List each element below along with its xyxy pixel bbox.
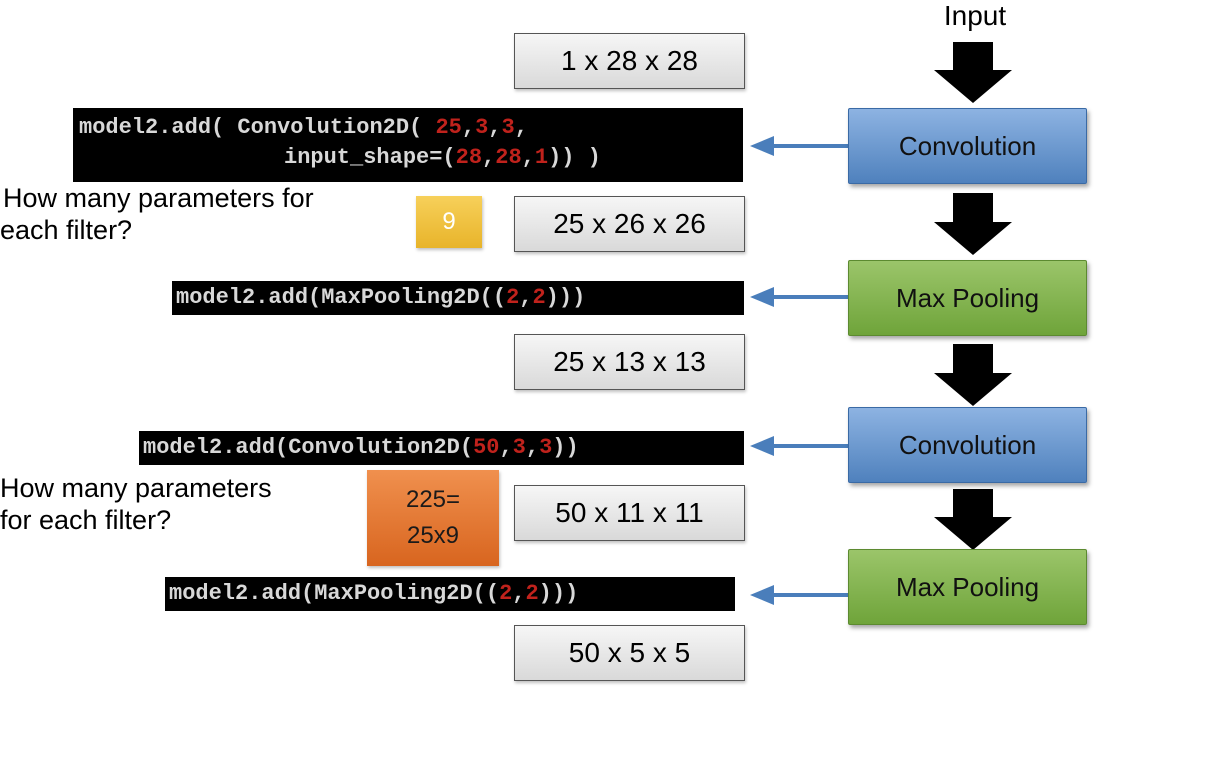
question-conv2: How many parameters for each filter? xyxy=(0,472,272,536)
code-pool1: model2.add(MaxPooling2D((2,2))) xyxy=(172,281,744,315)
code-number: 25 xyxy=(435,115,462,140)
down-arrow-input xyxy=(934,42,1012,103)
left-arrow-pool2-head xyxy=(750,585,774,605)
shape-box-pool2: 50 x 5 x 5 xyxy=(514,625,745,681)
code-text: , xyxy=(521,145,535,170)
shape-box-conv1: 25 x 26 x 26 xyxy=(514,196,745,252)
code-number: 2 xyxy=(499,581,513,606)
code-text: )) ) xyxy=(548,145,601,170)
answer-line: 25x9 xyxy=(406,522,460,549)
code-conv1-line1: model2.add( Convolution2D( 25,3,3, xyxy=(79,113,743,143)
code-text: ))) xyxy=(538,581,579,606)
shape-box-conv2: 50 x 11 x 11 xyxy=(514,485,745,541)
code-number: 2 xyxy=(525,581,539,606)
code-conv1-line2: input_shape=(28,28,1)) ) xyxy=(79,143,743,173)
code-number: 3 xyxy=(501,115,515,140)
left-arrow-conv1-head xyxy=(750,136,774,156)
answer-badge-9: 9 xyxy=(416,196,482,248)
code-conv1: model2.add( Convolution2D( 25,3,3,input_… xyxy=(73,108,743,182)
code-number: 3 xyxy=(512,435,526,460)
code-text: , xyxy=(499,435,513,460)
layer-convolution-2: Convolution xyxy=(848,407,1087,483)
question-line: How many parameters xyxy=(0,473,272,503)
code-number: 3 xyxy=(475,115,489,140)
shape-box-input: 1 x 28 x 28 xyxy=(514,33,745,89)
answer-badge-225: 225= 25x9 xyxy=(367,470,499,566)
code-text: , xyxy=(488,115,502,140)
down-arrow-conv1 xyxy=(934,193,1012,255)
code-number: 1 xyxy=(534,145,549,170)
code-pool2: model2.add(MaxPooling2D((2,2))) xyxy=(165,577,735,611)
input-label: Input xyxy=(943,0,1007,31)
code-conv2: model2.add(Convolution2D(50,3,3)) xyxy=(139,431,744,465)
code-number: 2 xyxy=(532,285,546,310)
code-text: , xyxy=(461,115,476,140)
code-text: , xyxy=(519,285,533,310)
code-text: , xyxy=(512,581,526,606)
code-number: 2 xyxy=(506,285,520,310)
shape-box-pool1: 25 x 13 x 13 xyxy=(514,334,745,390)
question-line: How many parameters for xyxy=(3,183,314,213)
layer-convolution-1: Convolution xyxy=(848,108,1087,184)
question-line: each filter? xyxy=(0,215,133,245)
down-arrow-conv2 xyxy=(934,489,1012,550)
code-number: 28 xyxy=(455,145,483,170)
code-number: 50 xyxy=(473,435,500,460)
code-number: 3 xyxy=(539,435,553,460)
code-text: model2.add(MaxPooling2D(( xyxy=(169,581,500,606)
code-text: , xyxy=(514,115,528,140)
code-text: , xyxy=(525,435,540,460)
code-text: ))) xyxy=(545,285,586,310)
layer-max-pooling-2: Max Pooling xyxy=(848,549,1087,625)
code-text: model2.add(MaxPooling2D(( xyxy=(176,285,507,310)
code-text: model2.add(Convolution2D( xyxy=(143,435,474,460)
down-arrow-pool1 xyxy=(934,344,1012,406)
code-number: 28 xyxy=(495,145,522,170)
code-text: )) xyxy=(552,435,579,460)
code-text: model2.add( Convolution2D( xyxy=(79,115,436,140)
code-text: input_shape=( xyxy=(284,145,456,170)
left-arrow-pool1-head xyxy=(750,287,774,307)
left-arrow-conv2-head xyxy=(750,436,774,456)
question-conv1: How many parameters for each filter? xyxy=(0,182,314,246)
question-line: for each filter? xyxy=(0,505,172,535)
answer-line: 225= xyxy=(405,486,461,513)
layer-max-pooling-1: Max Pooling xyxy=(848,260,1087,336)
code-text: , xyxy=(482,145,496,170)
